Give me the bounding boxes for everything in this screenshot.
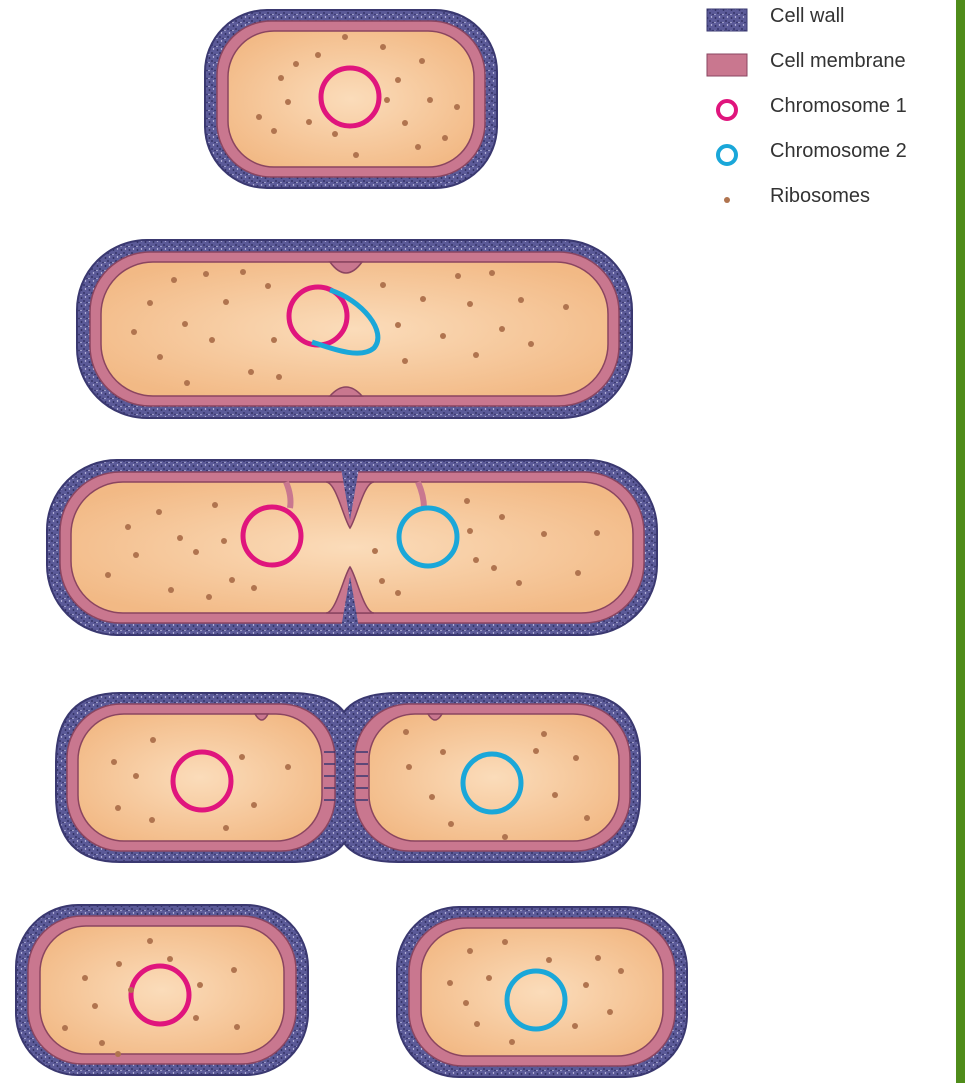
- cell-membrane-swatch-icon: [706, 53, 748, 77]
- cytoplasm: [421, 928, 663, 1056]
- legend-item-cell-wall: Cell wall: [706, 0, 956, 40]
- stage-4-cells-separating: [56, 693, 640, 862]
- legend-item-chromosome-1: Chromosome 1: [706, 90, 956, 130]
- daughter-cell-1: [16, 905, 308, 1075]
- legend-item-cell-membrane: Cell membrane: [706, 45, 956, 85]
- cytoplasm-left: [78, 714, 322, 841]
- stage-2-replication: [77, 240, 632, 418]
- side-accent-bar: [956, 0, 965, 1083]
- cytoplasm: [40, 926, 284, 1054]
- cell-wall-swatch-icon: [706, 8, 748, 32]
- stage-1-single-cell: [205, 10, 497, 188]
- cytoplasm: [228, 31, 474, 167]
- legend-item-chromosome-2: Chromosome 2: [706, 135, 956, 175]
- daughter-cell-2: [397, 907, 687, 1077]
- legend-item-ribosomes: Ribosomes: [706, 180, 956, 220]
- stage-3-septum-forming: [47, 460, 657, 635]
- legend-label: Chromosome 1: [770, 95, 907, 118]
- legend-label: Cell wall: [770, 5, 844, 28]
- legend-label: Chromosome 2: [770, 140, 907, 163]
- chromosome-1-ring-icon: [706, 98, 748, 122]
- chromosome-2-ring-icon: [706, 143, 748, 167]
- legend-label: Cell membrane: [770, 50, 906, 73]
- legend-label: Ribosomes: [770, 185, 870, 208]
- cytoplasm: [101, 262, 608, 396]
- stage-5-daughter-cells: [16, 905, 687, 1077]
- ribosome-dot-icon: [706, 188, 748, 212]
